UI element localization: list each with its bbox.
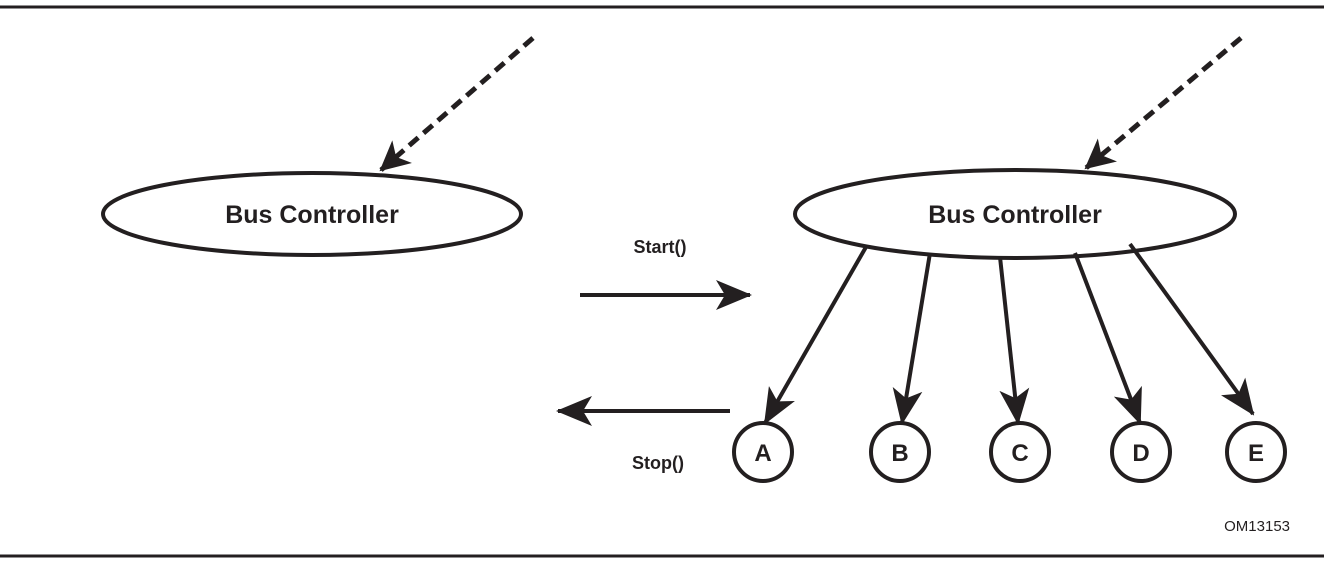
right-bus-controller: Bus Controller [793, 168, 1237, 260]
arrow-to-node-b [892, 252, 932, 425]
node-b: B [869, 421, 931, 483]
node-c: C [989, 421, 1051, 483]
right-controller-label: Bus Controller [928, 201, 1102, 229]
stop-label: Stop() [632, 453, 684, 473]
node-d: D [1110, 421, 1172, 483]
left-dashed-arrow [379, 36, 535, 172]
left-bus-controller: Bus Controller [101, 171, 523, 257]
node-b-label: B [891, 440, 908, 467]
node-a: A [732, 421, 794, 483]
start-label: Start() [634, 237, 687, 257]
node-c-circle [989, 421, 1051, 483]
arrow-to-node-d [1073, 252, 1142, 425]
node-b-circle [869, 421, 931, 483]
arrow-to-node-e [1128, 242, 1255, 416]
right-dashed-arrow [1084, 36, 1243, 170]
node-e: E [1225, 421, 1287, 483]
arrow-to-node-a [763, 246, 868, 425]
arrow-to-node-c [998, 256, 1030, 425]
node-d-label: D [1132, 440, 1149, 467]
right-controller-oval [793, 168, 1237, 260]
node-e-circle [1225, 421, 1287, 483]
node-d-circle [1110, 421, 1172, 483]
node-a-circle [732, 421, 794, 483]
node-a-label: A [754, 440, 771, 467]
left-controller-oval [101, 171, 523, 257]
node-c-label: C [1011, 440, 1028, 467]
left-controller-label: Bus Controller [225, 201, 399, 229]
figure-id: OM13153 [1224, 518, 1290, 535]
node-e-label: E [1248, 440, 1264, 467]
